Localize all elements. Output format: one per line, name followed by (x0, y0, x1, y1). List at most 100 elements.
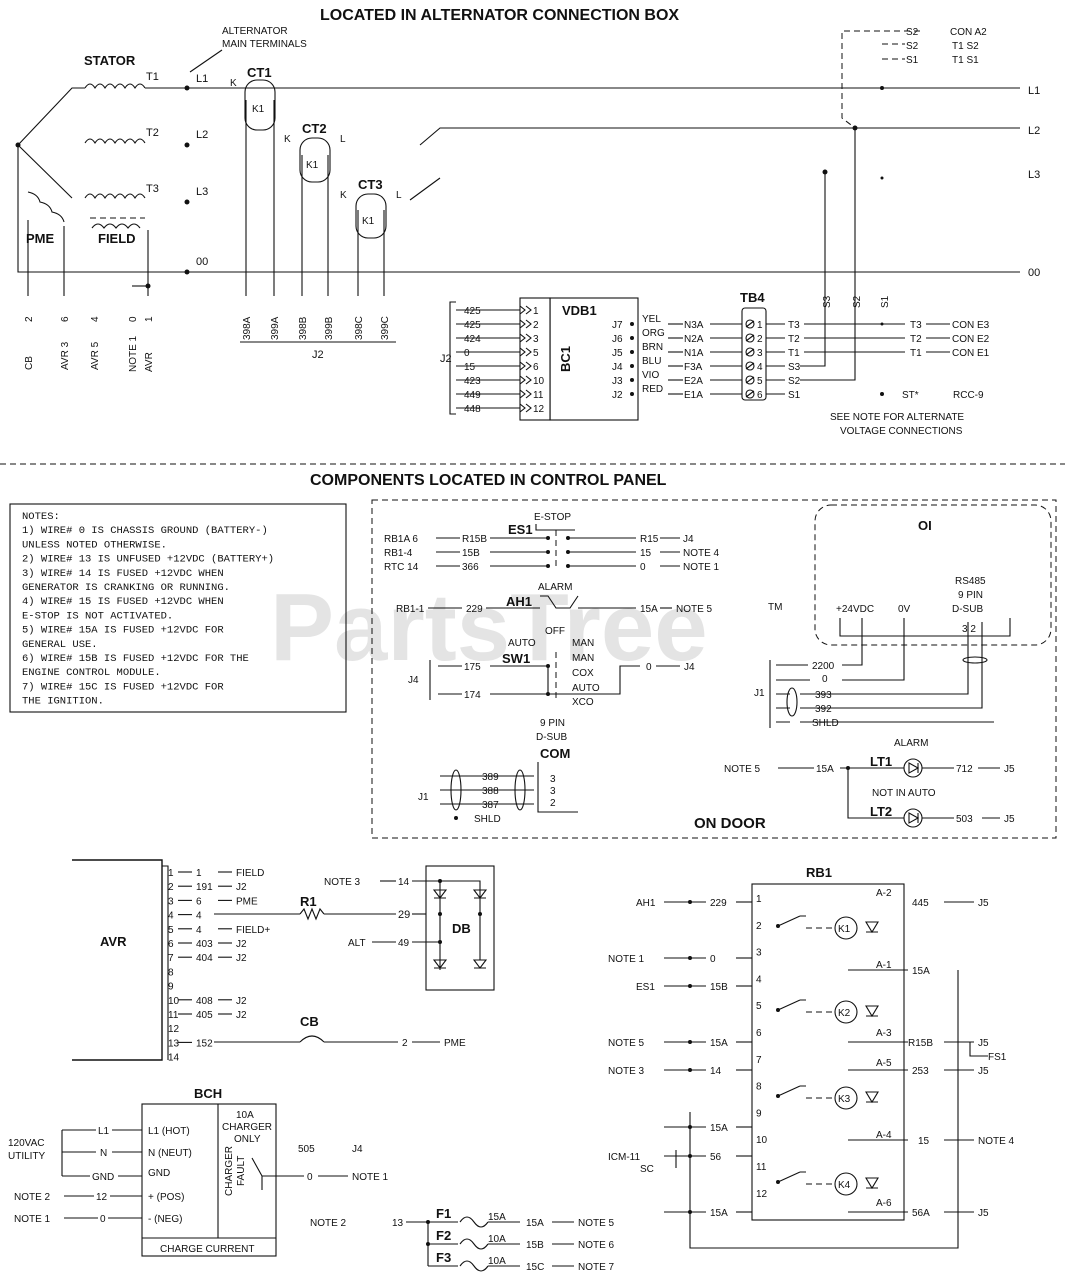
tb4-screw (745, 319, 755, 329)
l1-node (880, 86, 884, 90)
bch-term-4: - (NEG) (148, 1214, 182, 1225)
st-node (880, 392, 884, 396)
bw-avr3: AVR 3 (60, 341, 71, 370)
rb1-contact-pivot (776, 1008, 780, 1012)
fuse-note: NOTE 2 (310, 1218, 347, 1229)
avr-pin: 6 (168, 939, 174, 950)
rb1-left-node (688, 956, 692, 960)
es1-contact-a (546, 550, 550, 554)
watermark: PartsTree (270, 574, 708, 681)
bch-box (141, 1103, 277, 1257)
avr-row-dest: PME (236, 896, 258, 907)
vdb1-output-pin: J3 (612, 376, 623, 387)
db-alt: ALT (348, 938, 366, 949)
utility-l1-label: L1 (98, 1126, 110, 1137)
s-list-b-2: T1 S1 (952, 55, 979, 66)
oi-module: OI RS485 9 PIN D-SUB +24VDC 0V 3 2 J1 22… (754, 504, 1052, 729)
s-dash-route (841, 30, 920, 129)
tb4-out-label: T2 (788, 334, 800, 345)
com-pin-1: 3 (550, 786, 556, 797)
s3-to-tb4 (800, 290, 826, 367)
ah1-wire: 229 (466, 604, 483, 615)
avr-row-dest: FIELD (236, 868, 264, 879)
db-top-wire (412, 880, 481, 960)
lt1-label: LT1 (870, 754, 892, 769)
vdb1-input-pin: 5 (533, 348, 539, 359)
neutral-bus (17, 145, 1020, 273)
rb1-pin: 11 (756, 1162, 767, 1173)
sw1-pos-1: COX (572, 668, 594, 679)
oi-box (814, 504, 1052, 646)
avr-row-dest: J2 (236, 953, 247, 964)
rb1-pin: 3 (756, 948, 762, 959)
rb1-left-node (688, 1068, 692, 1072)
lt2-out: 503 (956, 814, 973, 825)
control-panel-door (371, 499, 1057, 839)
vdb1-box (519, 297, 639, 421)
tb4-screw-slot (745, 376, 755, 384)
rb1-ak: A-4 (876, 1130, 892, 1141)
oi-rs485-2: D-SUB (952, 604, 983, 615)
avr-row-dest: FIELD+ (236, 925, 270, 936)
ct2-k: K (284, 134, 291, 145)
rb1-right-label: 15A (912, 966, 930, 977)
lt1-led (908, 762, 920, 774)
bch-term-3: + (POS) (148, 1192, 184, 1203)
right-l1: L1 (1028, 85, 1040, 97)
rb1-contact (777, 1171, 806, 1183)
tb4-screw-slot (745, 390, 755, 398)
sw1-w175: 175 (464, 662, 481, 673)
lt-not-auto: NOT IN AUTO (872, 788, 936, 799)
tb4-screw (745, 389, 755, 399)
bw-1: 1 (144, 316, 155, 322)
rb1-left-node (688, 984, 692, 988)
avr-pin: 1 (168, 868, 174, 879)
tb4-out-label: T3 (788, 320, 800, 331)
avr-row-dest: J2 (236, 1010, 247, 1021)
rb1-ak: A-3 (876, 1028, 892, 1039)
stator-leg-2 (17, 144, 73, 199)
vdb1-connector: J2 (440, 353, 452, 365)
com-pin-0: 3 (550, 774, 556, 785)
rb1-right-conn: J5 (978, 1066, 989, 1077)
ct3-k1: K1 (362, 216, 375, 227)
rb1-left-wire-label: 0 (710, 954, 716, 965)
com-w389: 389 (482, 772, 499, 783)
r1-label: R1 (300, 894, 317, 909)
vdb1-color: BRN (642, 342, 663, 353)
s-list-b-0: CON A2 (950, 27, 987, 38)
main-terminals-label-2: MAIN TERMINALS (222, 39, 307, 50)
avr-pin: 12 (168, 1024, 180, 1035)
terminal-t3: T3 (146, 183, 159, 195)
vdb1-input-label: 449 (464, 390, 481, 401)
bw-0: 0 (128, 316, 139, 322)
rb1-pin: 10 (756, 1135, 768, 1146)
sw1-out: 0 (646, 662, 652, 673)
vdb1-input-label: 0 (464, 348, 470, 359)
rb1-label: RB1 (806, 865, 832, 880)
vdb1-input-arrow (519, 333, 532, 343)
rb1-diode (865, 1177, 879, 1190)
note-line: GENERATOR IS CRANKING OR RUNNING. (22, 582, 230, 594)
rb1-pin: 12 (756, 1189, 768, 1200)
fuse-amp: 10A (488, 1256, 506, 1267)
rb1-left-label: NOTE 1 (608, 954, 645, 965)
rb1-box (751, 883, 905, 1221)
fuse-in: 13 (392, 1218, 404, 1229)
vdb1-output-pin: J7 (612, 320, 623, 331)
tb4-note-2: VOLTAGE CONNECTIONS (840, 426, 963, 437)
bw-6: 6 (60, 316, 71, 322)
oi-stubs (776, 664, 810, 723)
bch-term-2: GND (148, 1168, 170, 1179)
es1-row-right: R15 (640, 534, 659, 545)
bw-avr5: AVR 5 (90, 341, 101, 370)
terminal-dot-3 (184, 199, 190, 205)
vdb1-input-label: 423 (464, 376, 481, 387)
es1-row-conn: NOTE 1 (683, 562, 720, 573)
bch-dividers (142, 1104, 276, 1239)
stator-coil-2 (84, 138, 146, 145)
sw1-wire-175 (438, 665, 640, 695)
